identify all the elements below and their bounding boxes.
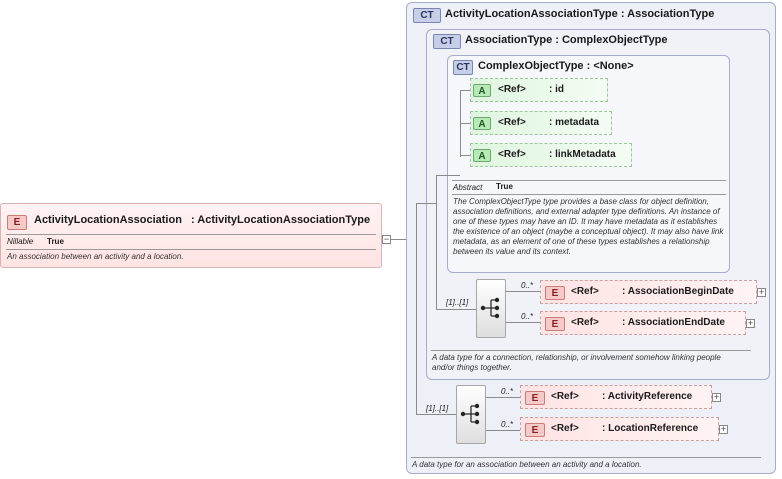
element-ref: <Ref> bbox=[551, 423, 579, 434]
connector-line bbox=[416, 203, 417, 415]
nillable-label: Nillable bbox=[7, 237, 34, 246]
root-element-type: : ActivityLocationAssociationType bbox=[191, 214, 371, 226]
connector-line bbox=[460, 123, 470, 124]
complex-type-title: AssociationType : ComplexObjectType bbox=[465, 34, 668, 46]
expand-icon[interactable]: + bbox=[746, 318, 755, 328]
complex-type-description: The ComplexObjectType type provides a ba… bbox=[453, 197, 724, 256]
element-icon: E bbox=[7, 215, 27, 230]
element-ref: <Ref> bbox=[571, 286, 599, 297]
divider bbox=[6, 249, 376, 250]
element-ref: <Ref> bbox=[571, 317, 599, 328]
element-name: : AssociationBeginDate bbox=[622, 286, 734, 297]
element-icon: E bbox=[525, 391, 545, 405]
sequence-icon bbox=[460, 403, 480, 425]
collapse-toggle[interactable]: − bbox=[382, 234, 391, 244]
connector-line bbox=[486, 430, 520, 431]
element-name: : ActivityReference bbox=[602, 391, 693, 402]
complex-type-description: A data type for an association between a… bbox=[412, 460, 642, 469]
element-name: : AssociationEndDate bbox=[622, 317, 725, 328]
divider bbox=[411, 457, 761, 458]
attribute-icon: A bbox=[473, 117, 491, 130]
divider bbox=[452, 194, 726, 195]
nillable-value: True bbox=[47, 237, 64, 246]
divider bbox=[452, 180, 726, 181]
element-icon: E bbox=[545, 317, 565, 331]
expand-icon[interactable]: + bbox=[712, 392, 721, 402]
element-location-reference[interactable]: E <Ref> : LocationReference bbox=[520, 417, 719, 441]
attribute-icon: A bbox=[473, 149, 491, 162]
attribute-ref: <Ref> bbox=[498, 84, 526, 95]
complex-type-icon: CT bbox=[453, 60, 473, 75]
attribute-name: : id bbox=[549, 84, 564, 95]
connector-line bbox=[436, 175, 437, 310]
connector-line bbox=[416, 414, 456, 415]
attribute-id[interactable]: A <Ref> : id bbox=[470, 78, 608, 102]
element-name: : LocationReference bbox=[602, 423, 699, 434]
attribute-name: : metadata bbox=[549, 117, 600, 128]
connector-line bbox=[486, 397, 520, 398]
expand-icon[interactable]: + bbox=[757, 287, 766, 297]
attribute-icon: A bbox=[473, 84, 491, 97]
element-multiplicity: 0..* bbox=[521, 312, 534, 321]
abstract-label: Abstract bbox=[453, 183, 483, 192]
element-ref: <Ref> bbox=[551, 391, 579, 402]
attribute-ref: <Ref> bbox=[498, 149, 526, 160]
element-association-end-date[interactable]: E <Ref> : AssociationEndDate bbox=[540, 311, 746, 335]
root-element-description: An association between an activity and a… bbox=[7, 252, 184, 261]
complex-type-icon: CT bbox=[413, 8, 441, 23]
abstract-value: True bbox=[496, 182, 513, 191]
complex-type-description: A data type for a connection, relationsh… bbox=[432, 353, 721, 372]
element-association-begin-date[interactable]: E <Ref> : AssociationBeginDate bbox=[540, 280, 757, 304]
complex-type-title: ComplexObjectType : <None> bbox=[478, 60, 634, 72]
element-multiplicity: 0..* bbox=[521, 281, 534, 290]
complex-type-icon: CT bbox=[433, 34, 461, 49]
connector-line bbox=[391, 239, 406, 240]
element-icon: E bbox=[525, 423, 545, 437]
attribute-link-metadata[interactable]: A <Ref> : linkMetadata bbox=[470, 143, 632, 167]
connector-line bbox=[506, 322, 540, 323]
connector-line bbox=[436, 175, 460, 176]
connector-line bbox=[460, 155, 470, 156]
root-element-name: ActivityLocationAssociation bbox=[34, 214, 182, 226]
sequence-cardinality: [1]..[1] bbox=[446, 298, 469, 307]
divider bbox=[431, 350, 751, 351]
connector-line bbox=[460, 90, 470, 91]
connector-line bbox=[416, 203, 436, 204]
element-activity-reference[interactable]: E <Ref> : ActivityReference bbox=[520, 385, 712, 409]
sequence-compositor[interactable] bbox=[456, 385, 486, 444]
element-multiplicity: 0..* bbox=[501, 387, 514, 396]
sequence-icon bbox=[480, 297, 500, 319]
expand-icon[interactable]: + bbox=[719, 424, 728, 434]
complex-type-title: ActivityLocationAssociationType : Associ… bbox=[445, 8, 715, 20]
divider bbox=[6, 234, 376, 235]
sequence-compositor[interactable] bbox=[476, 279, 506, 338]
root-element-box[interactable]: E ActivityLocationAssociation : Activity… bbox=[0, 203, 382, 268]
attribute-name: : linkMetadata bbox=[549, 149, 616, 160]
attribute-ref: <Ref> bbox=[498, 117, 526, 128]
sequence-cardinality: [1]..[1] bbox=[426, 404, 449, 413]
element-icon: E bbox=[545, 286, 565, 300]
element-multiplicity: 0..* bbox=[501, 420, 514, 429]
connector-line bbox=[506, 291, 540, 292]
attribute-metadata[interactable]: A <Ref> : metadata bbox=[470, 111, 612, 135]
connector-line bbox=[436, 309, 476, 310]
